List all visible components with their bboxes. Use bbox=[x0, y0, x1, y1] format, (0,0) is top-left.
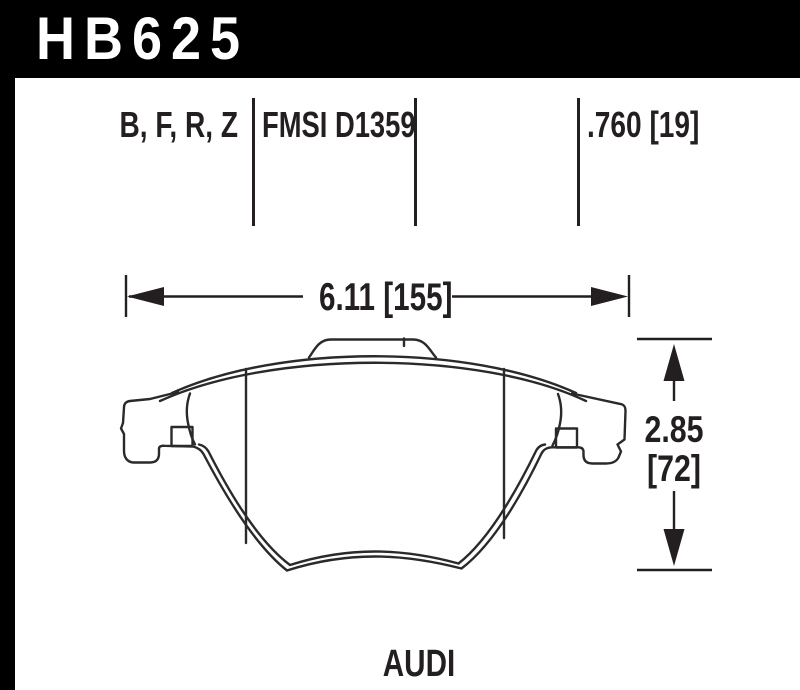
left-border-bar bbox=[0, 0, 15, 690]
column-divider bbox=[252, 98, 255, 226]
pad-outer-outline bbox=[119, 390, 627, 572]
pad-thickness-label: .760 [19] bbox=[587, 104, 700, 145]
right-square-hole bbox=[554, 427, 579, 449]
compounds-label: B, F, R, Z bbox=[119, 104, 238, 145]
width-dimension-label: 6.11 [155] bbox=[318, 276, 453, 319]
height-mm-label: [72] bbox=[647, 448, 701, 489]
pad-bottom-edge-inner bbox=[197, 443, 547, 567]
fmsi-label: FMSI D1359 bbox=[262, 104, 416, 145]
height-dimension-label: 2.85 [72] bbox=[636, 410, 711, 488]
left-square-hole bbox=[170, 425, 194, 448]
top-bar bbox=[0, 0, 800, 78]
vehicle-make-label: AUDI bbox=[382, 643, 456, 685]
brake-pad-outline bbox=[119, 337, 627, 572]
pad-top-edge-inner bbox=[158, 361, 588, 403]
width-dimension-arrows bbox=[124, 275, 631, 317]
height-inches-label: 2.85 bbox=[644, 409, 704, 450]
column-divider bbox=[577, 98, 580, 226]
pad-top-edge-outer bbox=[170, 355, 578, 395]
friction-left-curve bbox=[185, 392, 197, 446]
part-number-label: HB625 bbox=[36, 5, 250, 72]
height-dimension-arrows bbox=[637, 337, 712, 572]
column-divider bbox=[414, 98, 417, 226]
pad-center-tab bbox=[307, 338, 438, 359]
